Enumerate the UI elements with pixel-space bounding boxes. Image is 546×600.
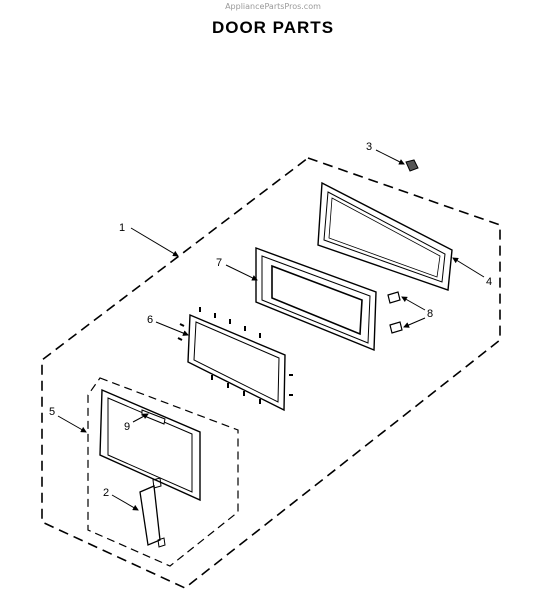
assembly-outline (41, 157, 501, 589)
screen-frame-part (177, 307, 293, 412)
handle-part (139, 477, 166, 548)
inner-frame-part (255, 246, 377, 352)
callout-9: 9 (124, 421, 130, 433)
hinge-clips-part (387, 291, 403, 334)
callout-3: 3 (366, 141, 372, 153)
callout-8: 8 (427, 308, 433, 320)
choke-frame-part (317, 181, 453, 291)
callout-7: 7 (216, 257, 222, 269)
diagram-title: DOOR PARTS (211, 18, 335, 37)
outer-panel-part (99, 388, 201, 502)
callout-4: 4 (486, 276, 492, 288)
latch-clip-part (405, 159, 419, 172)
callout-1: 1 (119, 222, 125, 234)
watermark: AppliancePartsPros.com (225, 2, 321, 11)
callout-5: 5 (49, 406, 55, 418)
callout-6: 6 (147, 314, 153, 326)
leader-lines (57, 149, 485, 511)
callout-2: 2 (103, 487, 109, 499)
outer-door-outline (87, 377, 239, 567)
